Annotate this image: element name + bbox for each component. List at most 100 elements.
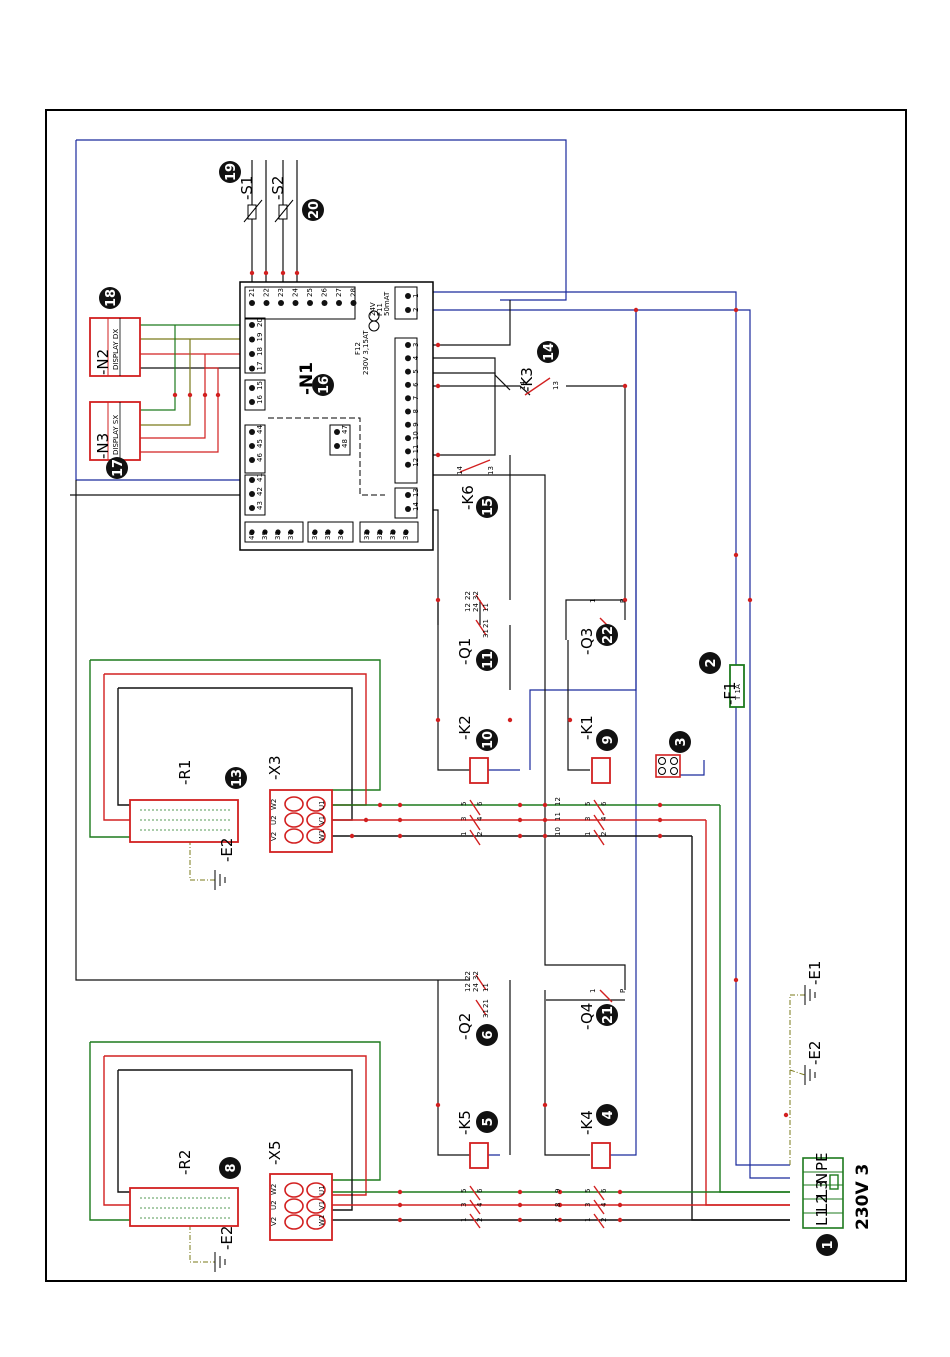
supply-labels: L1 L2 L3 N PE 230V 3 [813, 1152, 873, 1230]
k1-pole-number: 5 [584, 802, 592, 806]
badge-number: 16 [317, 376, 332, 394]
terminal-label: 46 [256, 453, 264, 462]
terminal-label: 44 [256, 425, 264, 434]
q1-aux-number: 22 [464, 591, 472, 600]
terminal-label: 37 [287, 531, 295, 540]
junction-dot [542, 833, 548, 839]
k4-pole-number: 1 [584, 1218, 592, 1222]
in44-terminal-45 [249, 443, 255, 449]
badge-number: 22 [601, 626, 616, 644]
badge-22: 22 [596, 624, 618, 646]
junction-dot [517, 817, 523, 823]
diagram-frame [45, 109, 907, 1282]
junction-dot [280, 270, 286, 276]
coil-k1 [591, 757, 611, 784]
terminal-l2: L2 [813, 1194, 831, 1212]
relay13-terminal-14 [405, 506, 411, 512]
junction-dot [435, 597, 441, 603]
badge-20: 20 [302, 199, 324, 221]
sensor-terminal-27 [336, 300, 342, 306]
k1-pole-number: 1 [584, 832, 592, 836]
junction-dot [435, 1102, 441, 1108]
junction-dot [733, 307, 739, 313]
supply-terminal-strip [802, 1157, 844, 1229]
junction-dot [202, 392, 208, 398]
terminal-label: 39 [261, 531, 269, 540]
n1-controller-board [239, 281, 434, 551]
junction-dot [557, 1217, 563, 1223]
junction-dot [435, 342, 441, 348]
terminal-label: 1 [412, 294, 420, 298]
display-terminal-18 [249, 351, 255, 357]
display2-terminal-15 [249, 385, 255, 391]
relay-terminal-7 [405, 395, 411, 402]
sensor-terminal-21 [249, 300, 255, 306]
terminal-label: 32 [376, 531, 384, 540]
junction-dot [633, 307, 639, 313]
x5-terminal-label: V2 [270, 1217, 278, 1226]
junction-dot [349, 833, 355, 839]
label-x5: -X5 [266, 1141, 284, 1166]
bottom-terminal-37 [288, 529, 294, 535]
terminal-block-x3 [269, 789, 333, 853]
x5-terminal-label: W2 [270, 1184, 278, 1195]
junction-dot [435, 717, 441, 723]
label-display-dx: DISPLAY DX [112, 329, 120, 370]
terminal-label: 48 [341, 439, 349, 448]
label-f11: F11 [376, 303, 384, 316]
blue-control-wires [75, 139, 790, 1179]
junction-dot [567, 717, 573, 723]
junction-dot [542, 1102, 548, 1108]
k6-contact-number: 13 [487, 466, 495, 475]
fuse-f1 [729, 664, 745, 708]
x3-terminal-label: V2 [270, 832, 278, 841]
badge-19: 19 [219, 161, 241, 183]
terminal-label: 9 [412, 422, 420, 426]
terminal-label: 40 [248, 531, 256, 540]
badge-number: 1 [821, 1240, 836, 1249]
junction-dot [187, 392, 193, 398]
relay-terminal-12 [405, 461, 411, 468]
badge-number: 17 [111, 459, 126, 477]
relay-terminal-4 [405, 355, 411, 362]
terminal-label: 8 [412, 409, 420, 413]
junction-dot [517, 833, 523, 839]
badge-2: 2 [699, 652, 721, 674]
in41-terminal-42 [249, 491, 255, 497]
phase-number: 8 [554, 1203, 562, 1207]
black-control-wires [70, 160, 626, 1156]
coil-k2 [469, 757, 489, 784]
label-e2-upper: -E2 [218, 838, 236, 862]
earth-symbols [214, 870, 816, 1272]
junction-dot [397, 817, 403, 823]
phase-number: 12 [554, 797, 562, 806]
terminal-label: 47 [341, 425, 349, 434]
junction-dot [783, 1112, 789, 1118]
badge-18: 18 [99, 287, 121, 309]
terminal-label: 7 [412, 396, 420, 400]
k5-pole-number: 5 [460, 1189, 468, 1193]
relay-terminal-9 [405, 421, 411, 428]
terminal-label: 18 [256, 347, 264, 356]
terminal-label: 21 [248, 288, 256, 297]
badge-number: 20 [307, 201, 322, 219]
label-n2: -N2 [94, 349, 112, 375]
terminal-label: 35 [324, 531, 332, 540]
junction-dot [363, 817, 369, 823]
label-r1: -R1 [176, 760, 194, 785]
phase-number: 11 [554, 812, 562, 821]
motor-protector [655, 754, 681, 778]
q1-aux-number: 31 [482, 629, 490, 638]
junction-dot [517, 1202, 523, 1208]
phase-number: 7 [554, 1218, 562, 1222]
coil-k4 [591, 1142, 611, 1169]
badge-10: 10 [476, 729, 498, 751]
junction-dot [657, 833, 663, 839]
junction-dot [557, 1189, 563, 1195]
badge-17: 17 [106, 457, 128, 479]
x3-terminal-label: U2 [270, 815, 278, 825]
q3-pole-label: P [619, 599, 627, 603]
badge-number: 14 [542, 343, 557, 361]
k5-pole-number: 6 [476, 1188, 484, 1193]
sensor-terminal-23 [278, 300, 284, 306]
